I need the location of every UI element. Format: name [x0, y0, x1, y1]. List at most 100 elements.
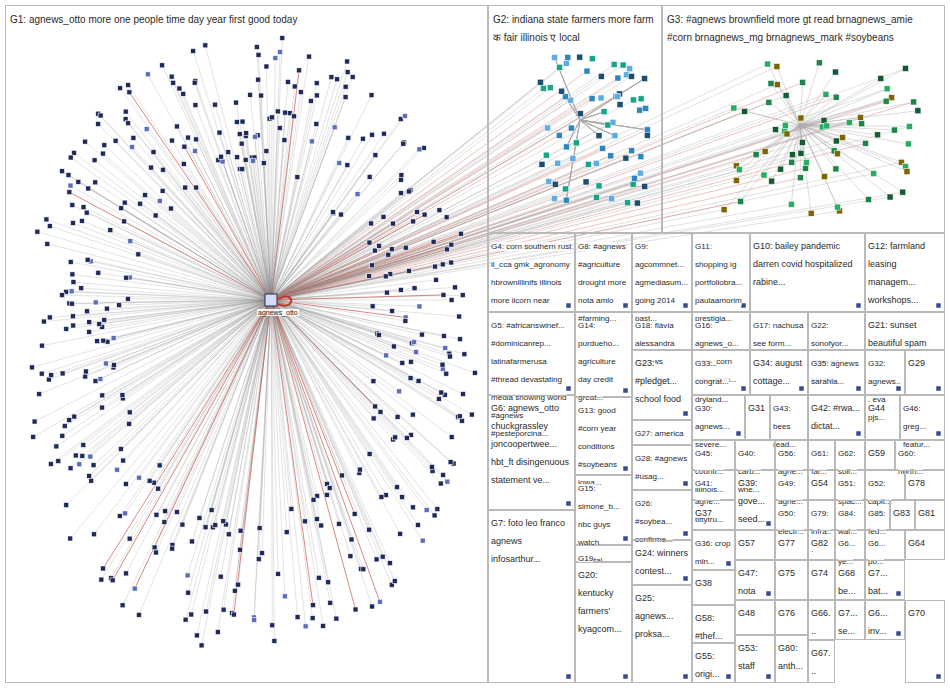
network-edge — [114, 300, 271, 365]
group-label: G62: soil... — [838, 449, 857, 476]
vertex — [443, 345, 448, 350]
group-label: G3: #agnews brownfield more gt read brna… — [667, 14, 913, 43]
group-label: G34: august cottage... — [753, 358, 802, 386]
network-edge — [42, 300, 271, 374]
group-label: G38 — [695, 578, 712, 588]
vertex — [194, 185, 199, 190]
vertex — [332, 125, 337, 130]
group-label: G10: bailey pandemic darren covid hospit… — [753, 241, 853, 287]
vertex — [403, 318, 408, 323]
network-edge — [193, 51, 271, 300]
vertex — [151, 150, 156, 155]
bundle-edge — [271, 130, 776, 300]
network-edge — [102, 300, 271, 408]
vertex — [70, 272, 75, 277]
vertex — [460, 293, 465, 298]
network-edge — [132, 147, 271, 300]
vertex — [765, 61, 771, 67]
vertex — [612, 133, 618, 139]
vertex — [346, 135, 351, 140]
network-edge — [156, 300, 271, 552]
group-label: G42: #rwa... dictat... — [811, 403, 860, 431]
vertex — [264, 64, 269, 69]
vertex — [410, 505, 415, 510]
vertex — [49, 373, 54, 378]
group-label: G30: agnews... severe... — [695, 404, 730, 449]
group-box: G66... — [808, 600, 835, 640]
vertex — [89, 478, 94, 483]
vertex — [570, 155, 576, 161]
group-label: G1: agnews_otto more one people time day… — [10, 14, 297, 25]
vertex — [154, 550, 159, 555]
vertex — [127, 536, 132, 541]
vertex — [384, 353, 389, 358]
network-edge — [117, 300, 271, 470]
vertex — [402, 113, 407, 118]
vertex — [221, 607, 226, 612]
vertex — [84, 210, 89, 215]
cluster-edge — [580, 79, 645, 120]
vertex — [846, 120, 852, 126]
vertex — [295, 615, 300, 620]
group-box: G42: #rwa... dictat... — [808, 395, 865, 440]
group-label: G50: electr... — [778, 509, 804, 536]
bundle-edge — [271, 100, 633, 300]
vertex — [799, 139, 805, 145]
vertex — [367, 274, 372, 279]
vertex — [157, 463, 162, 468]
group-label: G6... ye... — [838, 539, 856, 566]
vertex — [434, 277, 439, 282]
network-edge — [188, 300, 271, 575]
vertex — [840, 134, 846, 140]
cluster-edge — [555, 58, 580, 120]
network-edge — [271, 300, 413, 415]
cluster-edge — [580, 120, 608, 125]
network-edge — [271, 300, 416, 352]
group-box: G37 — [692, 500, 735, 530]
vertex — [547, 85, 553, 91]
vertex — [32, 419, 37, 424]
vertex — [327, 486, 332, 491]
group-box: G75 — [775, 560, 808, 600]
group-label: G35: agnews sarahla... — [811, 359, 859, 386]
network-edge — [271, 101, 311, 300]
vertex — [345, 163, 350, 168]
vertex — [308, 98, 313, 103]
group-label: G9: agcommnet... agmediasum... going 201… — [635, 242, 688, 323]
vertex — [742, 108, 748, 114]
vertex — [295, 175, 300, 180]
vertex — [314, 81, 319, 86]
vertex — [733, 177, 739, 183]
bundle-edge — [271, 123, 849, 300]
vertex — [383, 274, 388, 279]
network-edge — [37, 232, 271, 300]
group-box: G41: agne... tiftytru... — [692, 470, 735, 500]
network-edge — [95, 160, 271, 300]
vertex — [857, 114, 863, 120]
vertex — [589, 56, 595, 62]
vertex — [360, 136, 365, 141]
vertex — [577, 111, 583, 117]
vertex — [321, 623, 326, 628]
vertex — [367, 240, 372, 245]
network-edge — [195, 105, 271, 300]
cluster-edge — [800, 125, 901, 162]
vertex — [203, 43, 208, 48]
group-box: G13: good #corn year conditions #soybean… — [575, 397, 632, 475]
vertex — [415, 209, 420, 214]
vertex — [449, 298, 454, 303]
group-label: G36: crop mln... — [695, 539, 731, 566]
vertex — [218, 574, 223, 579]
vertex — [157, 198, 162, 203]
cluster-edge — [745, 111, 800, 125]
vertex — [373, 404, 378, 409]
vertex — [125, 296, 130, 301]
group-label: G59 — [868, 448, 885, 458]
network-edge — [62, 300, 271, 436]
network-edge — [271, 300, 390, 563]
group-box: G1: agnews_otto more one people time day… — [5, 5, 488, 683]
vertex — [797, 175, 803, 181]
vertex — [566, 674, 571, 679]
vertex — [118, 86, 123, 91]
cluster-edge — [555, 58, 580, 120]
